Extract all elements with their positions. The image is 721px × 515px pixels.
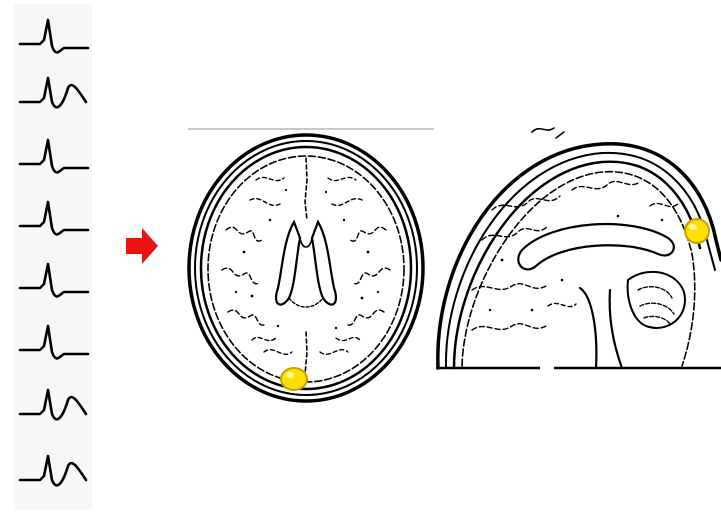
sagittal-brain-slice xyxy=(432,120,721,375)
waveform-trace-2 xyxy=(16,74,92,118)
waveform-line xyxy=(20,326,88,358)
yellow-dot-icon xyxy=(685,219,709,243)
waveform-line xyxy=(20,456,86,485)
waveform-line xyxy=(20,78,86,107)
waveform-trace-7 xyxy=(16,386,92,430)
waveform-trace-6 xyxy=(16,322,92,366)
waveform-trace-5 xyxy=(16,260,92,304)
waveform-trace-8 xyxy=(16,452,92,496)
skull-inner xyxy=(201,147,411,389)
waveform-line xyxy=(20,390,86,419)
yellow-dot-icon xyxy=(281,368,307,390)
axial-brain-slice xyxy=(186,120,436,405)
waveform-line xyxy=(20,140,88,172)
waveform-line xyxy=(20,264,88,296)
waveform-line xyxy=(20,202,88,234)
waveform-line xyxy=(20,20,88,52)
right-arrow-icon xyxy=(124,226,160,266)
waveform-trace-3 xyxy=(16,136,92,180)
waveform-trace-4 xyxy=(16,198,92,242)
waveform-trace-1 xyxy=(16,16,92,60)
